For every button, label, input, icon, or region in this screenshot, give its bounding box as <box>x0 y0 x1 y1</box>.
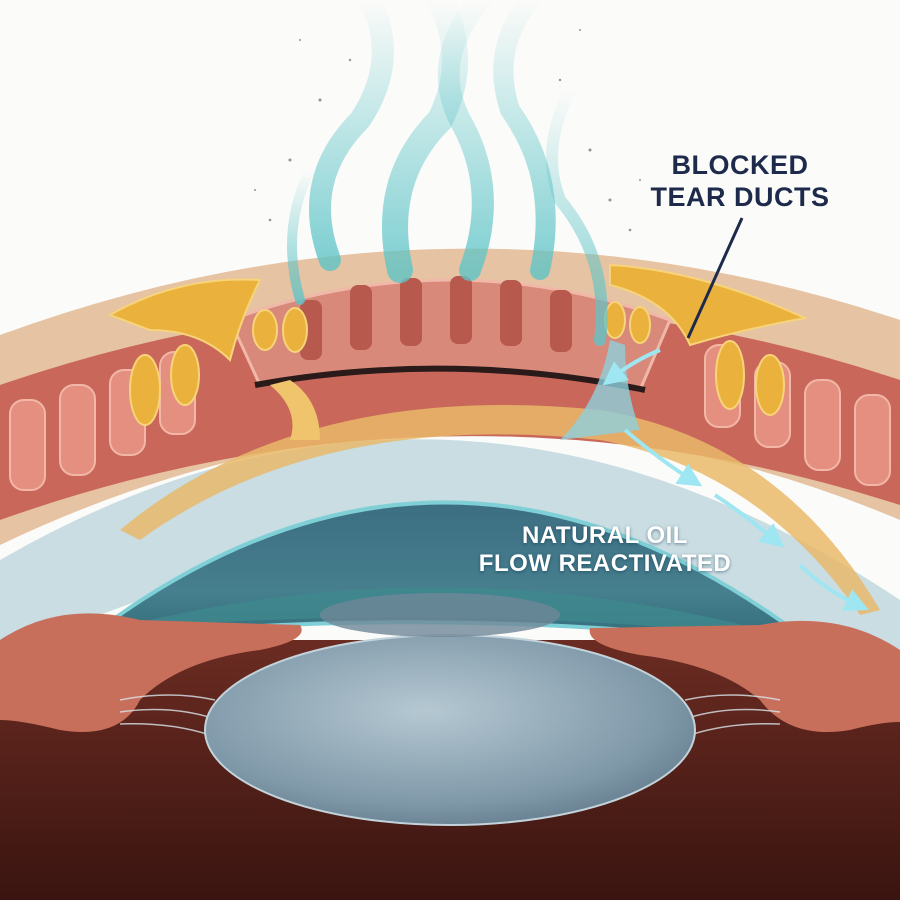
label-line: FLOW REACTIVATED <box>478 550 732 578</box>
ciliary-body-left <box>0 613 302 732</box>
label-line: TEAR DUCTS <box>650 181 830 212</box>
label-line: BLOCKED <box>671 150 809 180</box>
label-leader-line <box>686 217 744 339</box>
oil-glands <box>107 263 809 426</box>
gland-outlet-left <box>270 380 320 440</box>
ciliary-body-right <box>589 620 900 732</box>
warm-steam <box>287 0 608 346</box>
steam-particles <box>254 29 641 232</box>
oil-flow-label: NATURAL OIL FLOW REACTIVATED <box>455 522 755 579</box>
blocked-tear-ducts-label: BLOCKED TEAR DUCTS <box>620 150 860 214</box>
oil-layer <box>120 405 880 615</box>
lens <box>204 634 696 826</box>
flow-arrows <box>602 348 869 611</box>
gland-ducts <box>300 276 572 360</box>
pupil-shadow <box>320 593 560 637</box>
sclera-band <box>0 439 900 690</box>
zonule-fibers <box>119 694 781 736</box>
gland-base-line <box>254 365 646 393</box>
label-line: NATURAL OIL <box>522 522 688 549</box>
